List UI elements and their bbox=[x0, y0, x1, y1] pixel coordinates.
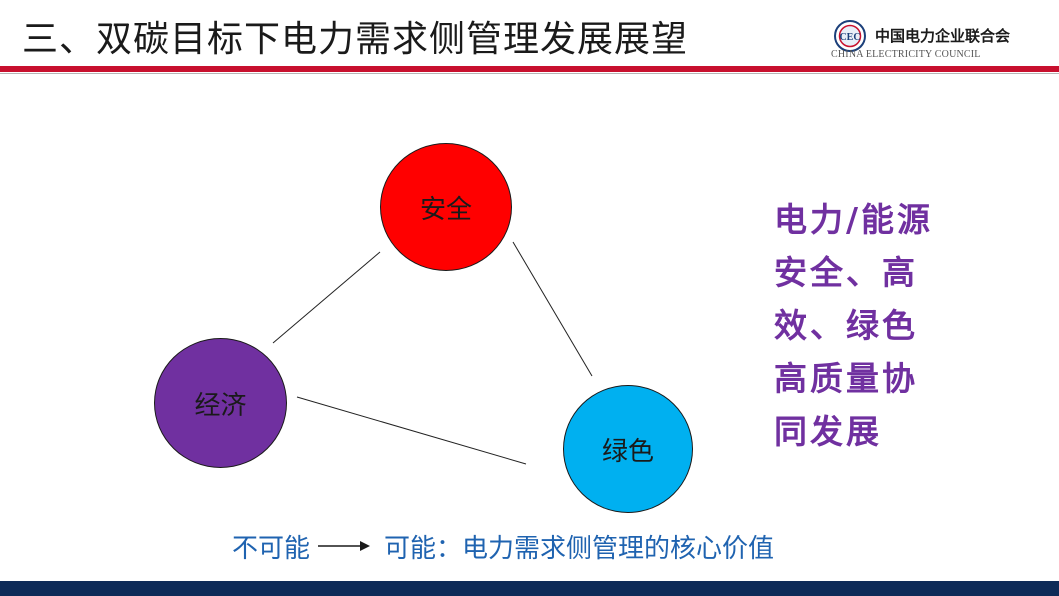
svg-text:CEC: CEC bbox=[839, 32, 860, 43]
node-green-label: 绿色 bbox=[601, 436, 654, 467]
connector-safety-green bbox=[512, 241, 593, 377]
connector-economy-green bbox=[296, 396, 527, 465]
side-line: 高质量协 bbox=[774, 359, 918, 398]
side-line: 效、绿色 bbox=[774, 306, 918, 345]
side-statement: 电力/能源 安全、高 效、绿色 高质量协 同发展 bbox=[774, 193, 964, 458]
header-rule-thin bbox=[0, 73, 1059, 74]
side-line: 电力/能源 bbox=[774, 200, 934, 239]
connector-safety-economy bbox=[272, 251, 381, 344]
right-arrow-icon bbox=[318, 541, 371, 551]
header-rule bbox=[0, 66, 1059, 72]
cec-logo: CEC 中国电力企业联合会 CHINA ELECTRICITY COUNCIL bbox=[828, 18, 1053, 66]
footer-bar bbox=[0, 581, 1059, 596]
node-economy-label: 经济 bbox=[194, 390, 247, 421]
slide-title: 三、双碳目标下电力需求侧管理发展展望 bbox=[22, 19, 689, 60]
logo-name-cn: 中国电力企业联合会 bbox=[875, 27, 1011, 45]
node-safety-label: 安全 bbox=[419, 194, 472, 225]
caption: 不可能 可能：电力需求侧管理的核心价值 bbox=[232, 530, 775, 564]
side-line: 同发展 bbox=[774, 412, 882, 451]
side-line: 安全、高 bbox=[774, 253, 918, 292]
cec-seal-icon: CEC bbox=[834, 20, 866, 52]
caption-before: 不可能 bbox=[232, 533, 311, 564]
caption-after: 可能：电力需求侧管理的核心价值 bbox=[384, 533, 775, 564]
logo-name-en: CHINA ELECTRICITY COUNCIL bbox=[831, 49, 981, 60]
node-economy: 经济 bbox=[154, 338, 287, 468]
node-green: 绿色 bbox=[563, 385, 693, 513]
node-safety: 安全 bbox=[380, 143, 512, 271]
